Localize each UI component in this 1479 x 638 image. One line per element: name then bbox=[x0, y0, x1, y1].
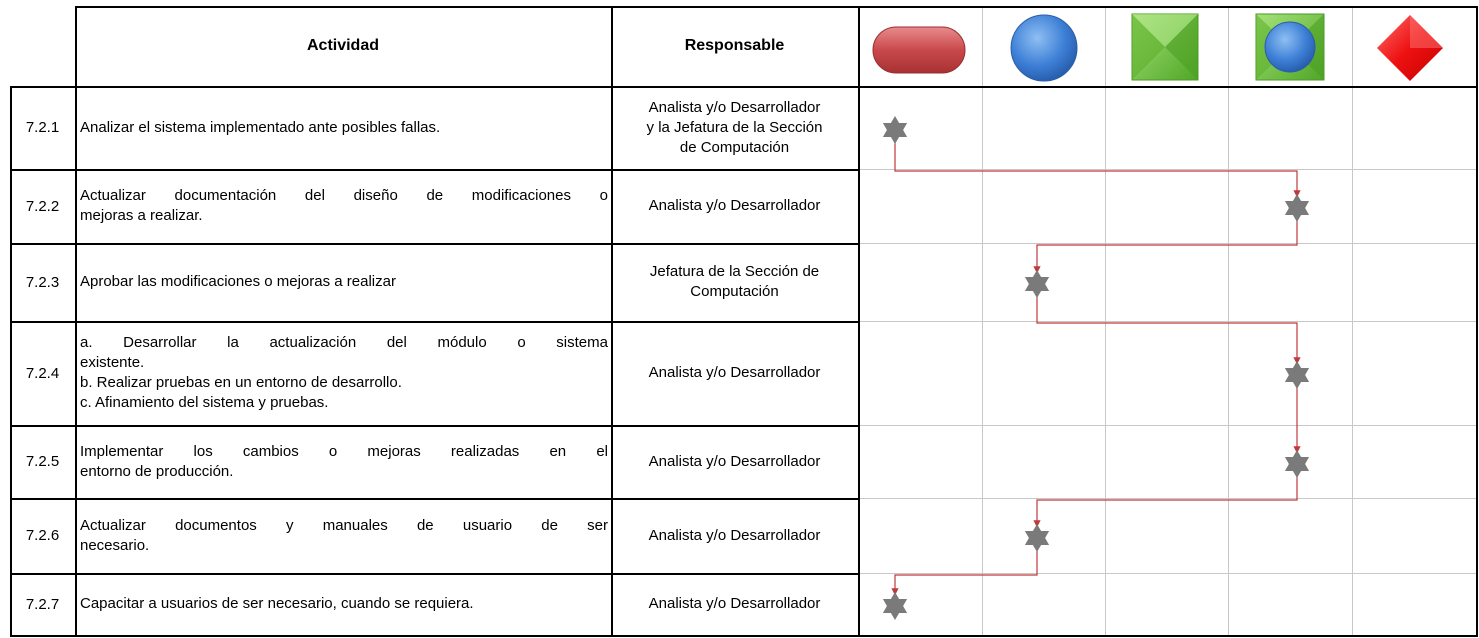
activity-cell: Actualizar documentos y manuales de usua… bbox=[76, 498, 611, 573]
activity-cell: Aprobar las modificaciones o mejoras a r… bbox=[76, 243, 611, 321]
responsible-text-line: Computación bbox=[690, 283, 779, 300]
step-number: 7.2.5 bbox=[25, 453, 60, 470]
step-number: 7.2.2 bbox=[25, 197, 60, 215]
grid-row-line bbox=[858, 498, 1476, 499]
process-square-symbol-icon bbox=[1131, 13, 1199, 81]
step-marker-icon bbox=[1284, 361, 1310, 389]
activity-cell: Implementar los cambios o mejoras realiz… bbox=[76, 425, 611, 498]
responsible-text-line: Jefatura de la Sección de bbox=[649, 263, 820, 280]
row-divider bbox=[10, 169, 858, 171]
responsible-cell: Analista y/o Desarrollador bbox=[611, 169, 858, 243]
responsible-text-line: Analista y/o Desarrollador bbox=[648, 364, 821, 381]
row-divider bbox=[10, 321, 858, 323]
responsible-text-line: Analista y/o Desarrollador bbox=[648, 98, 821, 116]
activity-text-line: Analizar el sistema implementado ante po… bbox=[80, 118, 441, 136]
step-marker-icon bbox=[1024, 524, 1050, 552]
row-divider bbox=[10, 425, 858, 427]
activity-text-line: Implementar los cambios o mejoras realiz… bbox=[80, 442, 608, 460]
activity-text-line: c. Afinamiento del sistema y pruebas. bbox=[80, 394, 329, 411]
table-left-border bbox=[10, 86, 12, 637]
activity-header: Actividad bbox=[75, 6, 611, 86]
step-marker-icon bbox=[882, 116, 908, 144]
terminal-symbol-icon bbox=[872, 26, 966, 74]
row-divider bbox=[10, 573, 858, 575]
grid-row-line bbox=[858, 425, 1476, 426]
activity-text-line: entorno de producción. bbox=[80, 462, 234, 480]
step-marker-icon bbox=[882, 592, 908, 620]
grid-row-line bbox=[858, 321, 1476, 322]
grid-col-line bbox=[982, 6, 983, 635]
decision-diamond-symbol-icon bbox=[1377, 15, 1443, 81]
responsible-text-line: Analista y/o Desarrollador bbox=[648, 452, 821, 470]
responsible-column-border bbox=[611, 6, 613, 637]
step-number: 7.2.4 bbox=[25, 364, 60, 382]
responsible-cell: Analista y/o Desarrollador bbox=[611, 573, 858, 635]
activity-header-label: Actividad bbox=[306, 37, 379, 54]
activity-text-line: mejoras a realizar. bbox=[80, 207, 203, 224]
activity-text-line: necesario. bbox=[80, 536, 150, 554]
grid-row-line bbox=[858, 243, 1476, 244]
activity-text-line: a. Desarrollar la actualización del módu… bbox=[80, 334, 608, 351]
table-top-border bbox=[75, 6, 1478, 8]
activity-text-line: existente. bbox=[80, 354, 145, 371]
grid-row-line bbox=[858, 169, 1476, 170]
responsible-text-line: Analista y/o Desarrollador bbox=[648, 595, 821, 612]
responsible-cell: Analista y/o Desarrollador y la Jefatura … bbox=[611, 86, 858, 169]
responsible-text-line: Analista y/o Desarrollador bbox=[648, 197, 821, 214]
row-divider bbox=[10, 498, 858, 500]
table-bottom-border bbox=[10, 635, 1478, 637]
activity-text-line: Actualizar documentación del diseño de m… bbox=[80, 187, 608, 204]
circle-symbol-icon bbox=[1010, 14, 1078, 82]
grid-col-line bbox=[1105, 6, 1106, 635]
responsible-header: Responsable bbox=[611, 6, 858, 86]
activity-column-border bbox=[75, 6, 77, 637]
step-marker-icon bbox=[1024, 270, 1050, 298]
activity-text-line: Capacitar a usuarios de ser necesario, c… bbox=[80, 595, 474, 612]
subprocess-square-symbol-icon bbox=[1255, 13, 1325, 81]
responsible-text-line: de Computación bbox=[679, 138, 790, 156]
step-marker-icon bbox=[1284, 194, 1310, 222]
step-number: 7.2.6 bbox=[25, 527, 60, 544]
grid-row-line bbox=[858, 573, 1476, 574]
activity-text-line: Aprobar las modificaciones o mejoras a r… bbox=[80, 273, 396, 290]
step-marker-icon bbox=[1284, 450, 1310, 478]
step-number: 7.2.1 bbox=[25, 119, 60, 136]
grid-col-line bbox=[1352, 6, 1353, 635]
row-divider bbox=[10, 243, 858, 245]
activity-cell: a. Desarrollar la actualización del módu… bbox=[76, 321, 611, 425]
responsible-text-line: Analista y/o Desarrollador bbox=[648, 526, 821, 544]
responsible-cell: Analista y/o Desarrollador bbox=[611, 498, 858, 573]
flow-connector-arrow bbox=[1033, 220, 1298, 274]
step-number: 7.2.7 bbox=[25, 595, 60, 613]
flow-connector-arrow bbox=[1036, 296, 1301, 365]
grid-col-line bbox=[1228, 6, 1229, 635]
activity-text-line: b. Realizar pruebas en un entorno de des… bbox=[80, 374, 402, 391]
activity-cell: Analizar el sistema implementado ante po… bbox=[76, 86, 611, 169]
flow-connector-arrow bbox=[894, 142, 1301, 198]
table-right-border bbox=[1476, 6, 1478, 637]
flow-connector-arrow bbox=[1033, 476, 1298, 528]
responsible-cell: Jefatura de la Sección de Computación bbox=[611, 243, 858, 321]
flow-connector-arrow bbox=[891, 550, 1038, 596]
step-number: 7.2.3 bbox=[25, 273, 60, 291]
responsible-text-line: y la Jefatura de la Sección bbox=[646, 118, 823, 136]
responsible-header-label: Responsable bbox=[684, 37, 785, 54]
activity-text-line: Actualizar documentos y manuales de usua… bbox=[80, 516, 608, 534]
activity-cell: Capacitar a usuarios de ser necesario, c… bbox=[76, 573, 611, 635]
responsible-cell: Analista y/o Desarrollador bbox=[611, 321, 858, 425]
symbol-area-border bbox=[858, 6, 860, 637]
header-bottom-border bbox=[10, 86, 1478, 88]
responsible-cell: Analista y/o Desarrollador bbox=[611, 425, 858, 498]
activity-cell: Actualizar documentación del diseño de m… bbox=[76, 169, 611, 243]
